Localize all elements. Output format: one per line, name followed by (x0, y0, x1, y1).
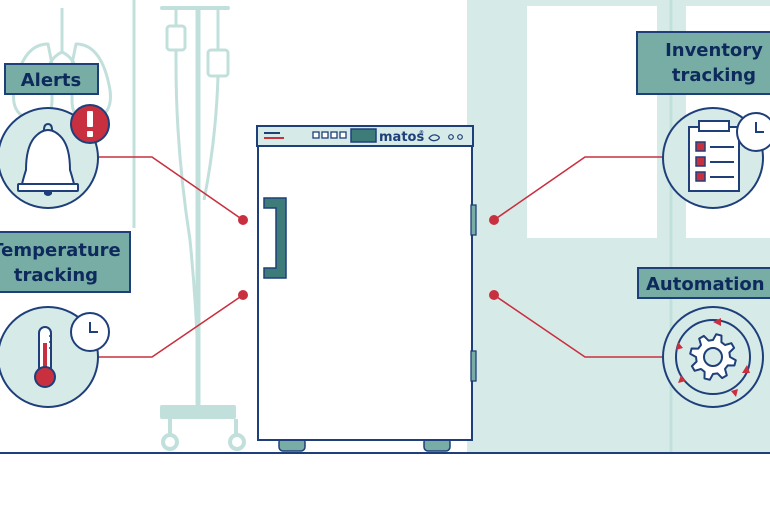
label-inventory-line1: Inventory (665, 40, 763, 61)
feature-automation: Automation (637, 267, 770, 408)
label-box-automation (637, 267, 770, 299)
connector-temperature (98, 294, 244, 358)
cabinet-body (257, 143, 473, 441)
bell-alert-icon (17, 104, 110, 196)
connectors (98, 156, 665, 358)
door-hinge-top (470, 204, 477, 236)
window-left (527, 6, 657, 238)
iv-stand (160, 6, 246, 451)
feature-temperature: Temperature tracking (0, 231, 131, 408)
control-buttons (312, 131, 347, 139)
label-alerts: Alerts (21, 70, 82, 91)
feature-alerts: Alerts (0, 63, 110, 209)
feature-inventory: Inventory tracking (636, 31, 770, 209)
connector-automation (493, 294, 665, 358)
connector-alerts (98, 156, 244, 221)
connector-inventory (493, 156, 665, 221)
connector-dot (489, 215, 499, 225)
indicator-light-2 (457, 134, 463, 140)
cabinet-brand-mark: ® (419, 130, 424, 136)
clipboard-clock-icon (688, 112, 770, 192)
clock-icon (736, 112, 770, 152)
label-box-alerts (4, 63, 99, 95)
label-temperature-line1: Temperature (0, 240, 121, 261)
label-box-temperature (0, 231, 131, 293)
control-display (350, 128, 377, 143)
door-hinge-bottom (470, 350, 477, 382)
cabinet-brand: matos (379, 130, 424, 145)
label-temperature-line2: tracking (14, 265, 98, 286)
gear-cycle-icon (675, 318, 751, 397)
label-automation: Automation (646, 274, 765, 295)
connector-dots (238, 215, 499, 300)
label-box-inventory (636, 31, 770, 95)
label-inventory-line2: tracking (672, 65, 756, 86)
medication-cabinet: matos ® (256, 125, 477, 452)
indicator-light-1 (448, 134, 454, 140)
connector-dot (489, 290, 499, 300)
connector-dot (238, 290, 248, 300)
connector-dot (238, 215, 248, 225)
thermometer-clock-icon (34, 312, 110, 388)
door-handle (263, 197, 287, 279)
brand-swoosh-icon (428, 134, 440, 142)
